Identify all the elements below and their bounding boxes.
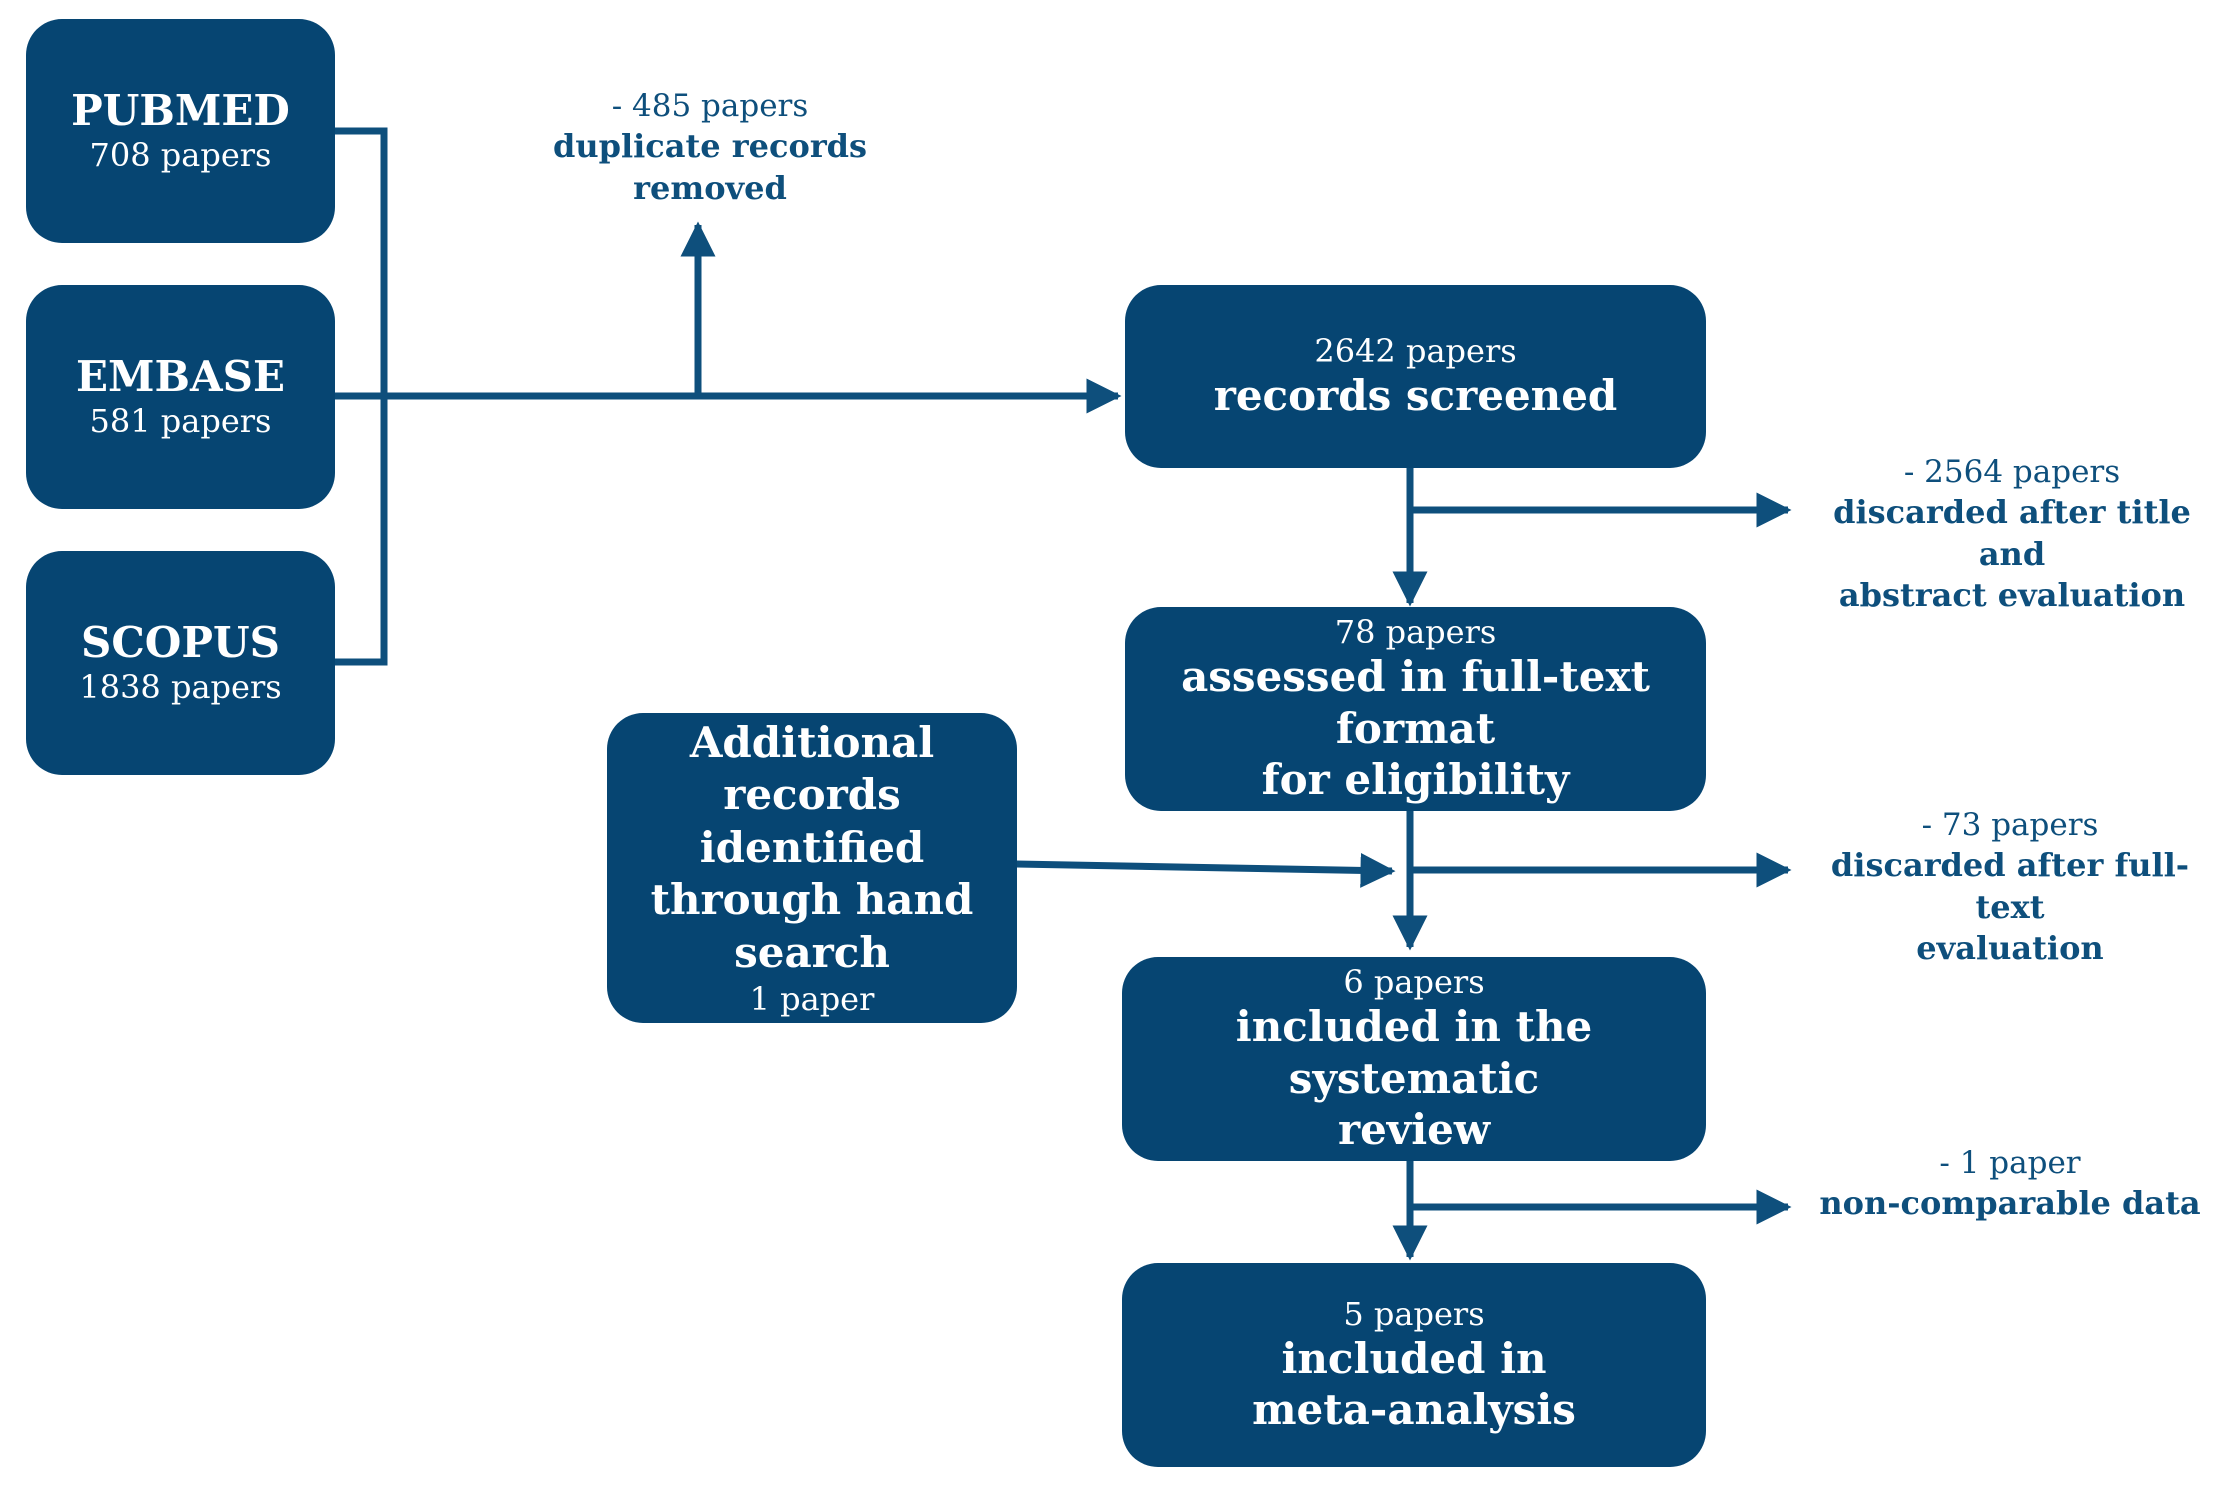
stage-count: 2642 papers [1314, 331, 1517, 370]
exclusion-label: duplicate records [552, 127, 868, 166]
source-name: PUBMED [71, 85, 290, 135]
stage-label: records screened [1213, 371, 1618, 421]
hand-search-box: Additional records identified through ha… [607, 713, 1017, 1023]
stage-count: 5 papers [1343, 1294, 1485, 1333]
hand-search-label: records identified [699, 770, 925, 872]
stage-box-meta-analysis: 5 papers included in meta-analysis [1122, 1263, 1706, 1467]
hand-search-label: through hand [650, 875, 974, 925]
exclusion-note-title-abstract: - 2564 papers discarded after title and … [1812, 452, 2212, 617]
source-name: SCOPUS [81, 617, 280, 667]
stage-label: review [1337, 1104, 1491, 1154]
stage-label: assessed in full-text format [1181, 652, 1650, 753]
stage-count: 78 papers [1334, 612, 1497, 651]
stage-box-records-screened: 2642 papers records screened [1125, 285, 1706, 468]
exclusion-count: - 2564 papers [1903, 454, 2121, 490]
source-name: EMBASE [76, 351, 285, 401]
hand-search-label: Additional [689, 717, 935, 767]
exclusion-label: non-comparable data [1819, 1184, 2201, 1223]
exclusion-note-duplicates: - 485 papers duplicate records removed [520, 86, 900, 209]
exclusion-label: evaluation [1916, 929, 2104, 968]
stage-count: 6 papers [1343, 962, 1485, 1001]
source-count: 1838 papers [79, 668, 282, 707]
exclusion-label: abstract evaluation [1838, 576, 2186, 615]
stage-box-systematic-review: 6 papers included in the systematic revi… [1122, 957, 1706, 1161]
source-count: 581 papers [89, 402, 272, 441]
source-box-pubmed: PUBMED 708 papers [26, 19, 335, 243]
hand-search-count: 1 paper [749, 980, 875, 1019]
stage-label: meta-analysis [1252, 1385, 1576, 1435]
stage-label: included in [1281, 1333, 1547, 1383]
exclusion-note-full-text: - 73 papers discarded after full-text ev… [1810, 805, 2210, 970]
source-box-embase: EMBASE 581 papers [26, 285, 335, 509]
exclusion-note-non-comparable: - 1 paper non-comparable data [1810, 1143, 2210, 1225]
exclusion-count: - 73 papers [1921, 807, 2099, 843]
hand-search-label: search [734, 927, 890, 977]
stage-label: for eligibility [1261, 754, 1570, 804]
source-count: 708 papers [89, 136, 272, 175]
source-box-scopus: SCOPUS 1838 papers [26, 551, 335, 775]
stage-label: included in the systematic [1235, 1002, 1593, 1103]
arrow-hand-search [1015, 852, 1396, 888]
exclusion-count: - 485 papers [611, 88, 809, 124]
stage-box-assessed-eligibility: 78 papers assessed in full-text format f… [1125, 607, 1706, 811]
exclusion-label: removed [633, 168, 787, 207]
exclusion-label: discarded after title and [1833, 493, 2191, 573]
exclusion-label: discarded after full-text [1830, 846, 2190, 926]
exclusion-count: - 1 paper [1939, 1145, 2081, 1181]
